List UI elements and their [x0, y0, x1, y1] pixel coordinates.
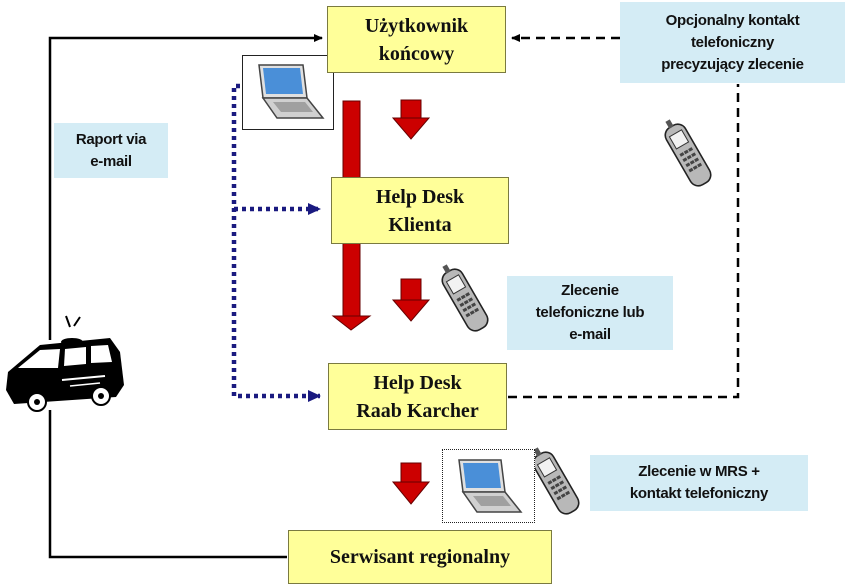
laptop-frame — [442, 449, 535, 523]
note-optional-phone-contact: Opcjonalny kontakt telefoniczny precyzuj… — [620, 2, 845, 83]
laptop-frame — [242, 55, 334, 130]
node-label-line: Użytkownik — [364, 14, 469, 37]
note-line: Zlecenie w MRS + — [638, 463, 760, 480]
mobile-phone-icon — [441, 264, 489, 332]
note-line: Opcjonalny kontakt — [665, 11, 800, 29]
note-line: Zlecenie — [561, 282, 619, 299]
node-helpdesk-client: Help Desk Klienta — [331, 177, 509, 244]
note-line: e-mail — [90, 152, 132, 170]
note-line: precyzujący zlecenie — [661, 55, 804, 73]
node-label-line: Help Desk — [373, 371, 462, 394]
node-label-line: Klienta — [388, 213, 452, 236]
note-line: e-mail — [569, 326, 611, 343]
node-helpdesk-rk: Help Desk Raab Karcher — [328, 363, 507, 430]
laptop-icon — [458, 459, 523, 513]
node-end-user: Użytkownik końcowy — [327, 6, 506, 73]
optional-contact-line — [508, 84, 740, 399]
note-order-mrs: Zlecenie w MRS + kontakt telefoniczny — [590, 455, 808, 511]
note-report-email: Raport via e-mail — [54, 123, 168, 178]
dotted-line-laptop — [231, 83, 321, 402]
note-line: telefoniczne lub — [535, 304, 645, 321]
service-van-icon — [6, 315, 124, 412]
flow-arrow-3 — [391, 462, 431, 505]
flow-arrow-1 — [391, 99, 431, 140]
node-label-line: Help Desk — [375, 185, 465, 208]
report-line — [48, 34, 323, 340]
node-label-line: końcowy — [378, 42, 455, 65]
node-label-line: Raab Karcher — [356, 399, 479, 422]
flow-arrow-2 — [391, 278, 431, 322]
note-line: Raport via — [75, 130, 147, 148]
mobile-phone-icon — [664, 119, 712, 187]
note-order-phone-email: Zlecenie telefoniczne lub e-mail — [507, 276, 673, 350]
technician-line — [48, 410, 287, 559]
note-line: kontakt telefoniczny — [629, 485, 769, 502]
node-regional-technician: Serwisant regionalny — [288, 530, 552, 584]
node-label-line: Serwisant regionalny — [329, 546, 511, 568]
note-line: telefoniczny — [690, 33, 775, 51]
laptop-icon — [258, 64, 325, 119]
mobile-phone-icon — [532, 447, 580, 515]
